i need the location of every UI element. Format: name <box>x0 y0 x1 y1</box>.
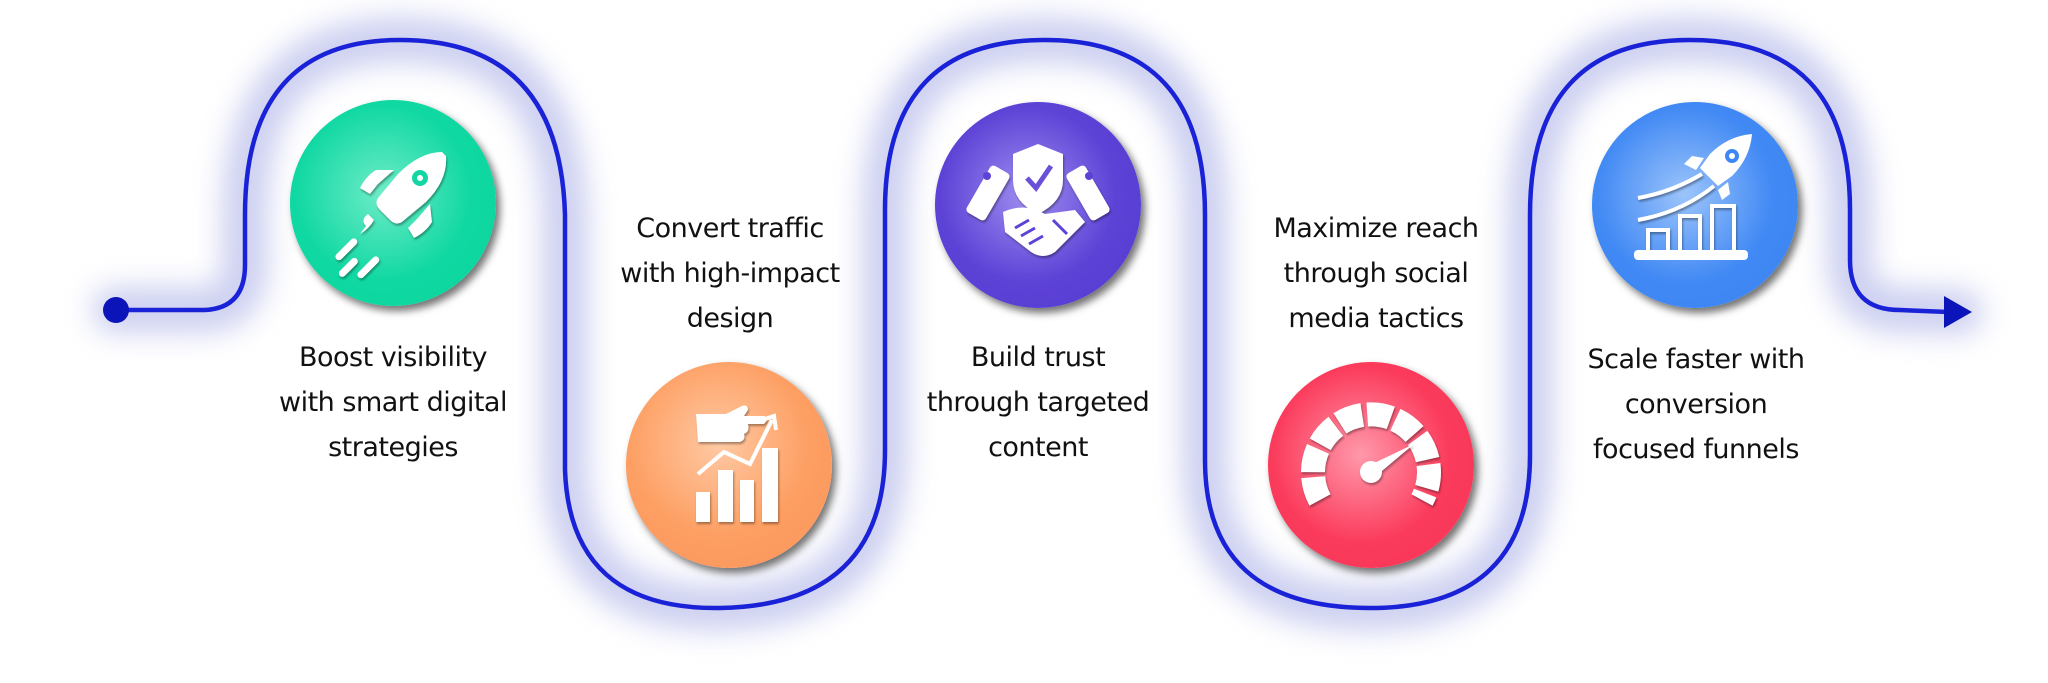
step-3-line-1: Build trust <box>970 342 1106 373</box>
step-5-line-3: focused funnels <box>1593 434 1799 465</box>
pointing-hand-growth-chart-icon <box>696 405 778 522</box>
rocket-icon <box>335 152 447 279</box>
step-4-badge <box>1268 362 1474 568</box>
step-5-label: Scale faster with conversion focused fun… <box>1536 337 1856 472</box>
handshake-shield-icon <box>966 144 1110 256</box>
step-2-line-3: design <box>686 303 774 334</box>
step-1-line-3: strategies <box>328 432 458 463</box>
step-1-badge <box>290 100 496 306</box>
path-line <box>112 37 1951 611</box>
step-5-line-1: Scale faster with <box>1587 344 1805 375</box>
step-3-line-2: through targeted <box>926 387 1150 418</box>
step-2-line-1: Convert traffic <box>636 213 824 244</box>
step-4-line-2: through social <box>1283 258 1469 289</box>
speedometer-icon <box>1301 402 1441 506</box>
step-2-line-2: with high-impact <box>620 258 840 289</box>
rocket-bar-chart-icon <box>1634 134 1752 260</box>
step-1-line-2: with smart digital <box>279 387 507 418</box>
step-1-line-1: Boost visibility <box>298 342 488 373</box>
step-3-badge <box>935 102 1141 308</box>
step-4-line-3: media tactics <box>1288 303 1464 334</box>
step-4-line-1: Maximize reach <box>1273 213 1479 244</box>
step-1-label: Boost visibility with smart digital stra… <box>233 335 553 470</box>
step-3-label: Build trust through targeted content <box>878 335 1198 470</box>
step-2-badge <box>626 362 832 568</box>
start-dot-icon <box>103 297 129 323</box>
step-2-label: Convert traffic with high-impact design <box>570 206 890 341</box>
end-arrow-icon <box>1944 296 1972 328</box>
step-5-badge <box>1592 102 1798 308</box>
step-4-label: Maximize reach through social media tact… <box>1216 206 1536 341</box>
step-3-line-3: content <box>988 432 1088 463</box>
step-5-line-2: conversion <box>1624 389 1768 420</box>
